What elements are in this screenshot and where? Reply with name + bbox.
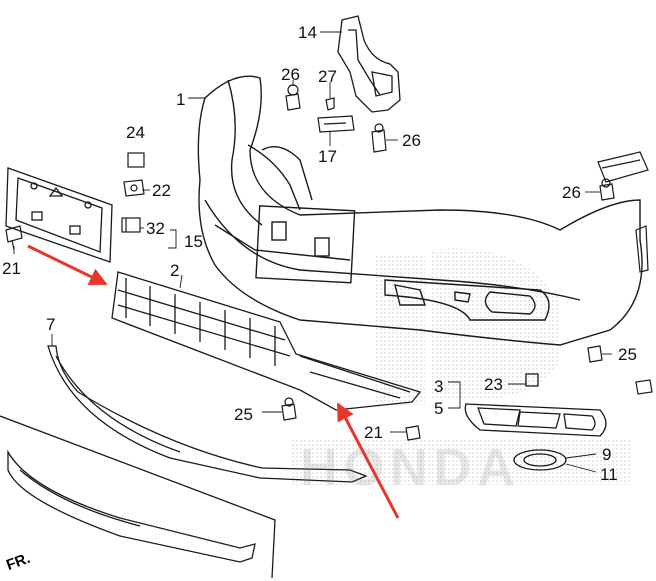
callout-32: 32	[146, 219, 165, 238]
callout-21-left: 21	[2, 259, 21, 278]
watermark-text: HONDA	[300, 439, 521, 497]
callout-5: 5	[434, 399, 444, 418]
callout-7: 7	[46, 315, 56, 334]
clip-parts-left	[121, 152, 145, 233]
callout-24: 24	[126, 123, 145, 142]
callout-22: 22	[152, 181, 171, 200]
small-fasteners-top	[285, 84, 615, 201]
arrow-to-grille	[27, 244, 108, 286]
callout-26-right: 26	[562, 183, 581, 202]
callout-2: 2	[170, 261, 180, 280]
lower-spoiler	[0, 415, 276, 579]
callout-17: 17	[318, 147, 337, 166]
callout-26-mid: 26	[402, 131, 421, 150]
fog-light	[513, 449, 567, 471]
arrow-to-absorber	[336, 402, 400, 519]
callout-1: 1	[176, 90, 186, 109]
upper-bracket	[337, 15, 401, 113]
lower-trim-strip	[47, 345, 368, 483]
callout-25-right: 25	[618, 345, 637, 364]
red-arrows	[27, 244, 400, 519]
callout-25-left: 25	[234, 405, 253, 424]
fog-light-bezel	[464, 373, 607, 437]
callout-23: 23	[484, 375, 503, 394]
callout-15: 15	[184, 232, 203, 251]
front-bumper-cover	[197, 75, 643, 346]
callout-27: 27	[318, 67, 337, 86]
side-bracket-right	[597, 151, 649, 273]
callout-3: 3	[434, 377, 444, 396]
callout-9: 9	[602, 445, 612, 464]
callout-14: 14	[298, 23, 317, 42]
callout-26-top: 26	[281, 65, 300, 84]
callout-21-bottom: 21	[364, 423, 383, 442]
bolts-lower	[281, 345, 653, 441]
callout-11: 11	[600, 465, 618, 484]
lower-grille-absorber	[111, 271, 422, 411]
leader-lines	[13, 31, 612, 473]
license-plate-bracket	[5, 167, 113, 263]
watermark-dots	[290, 248, 630, 485]
